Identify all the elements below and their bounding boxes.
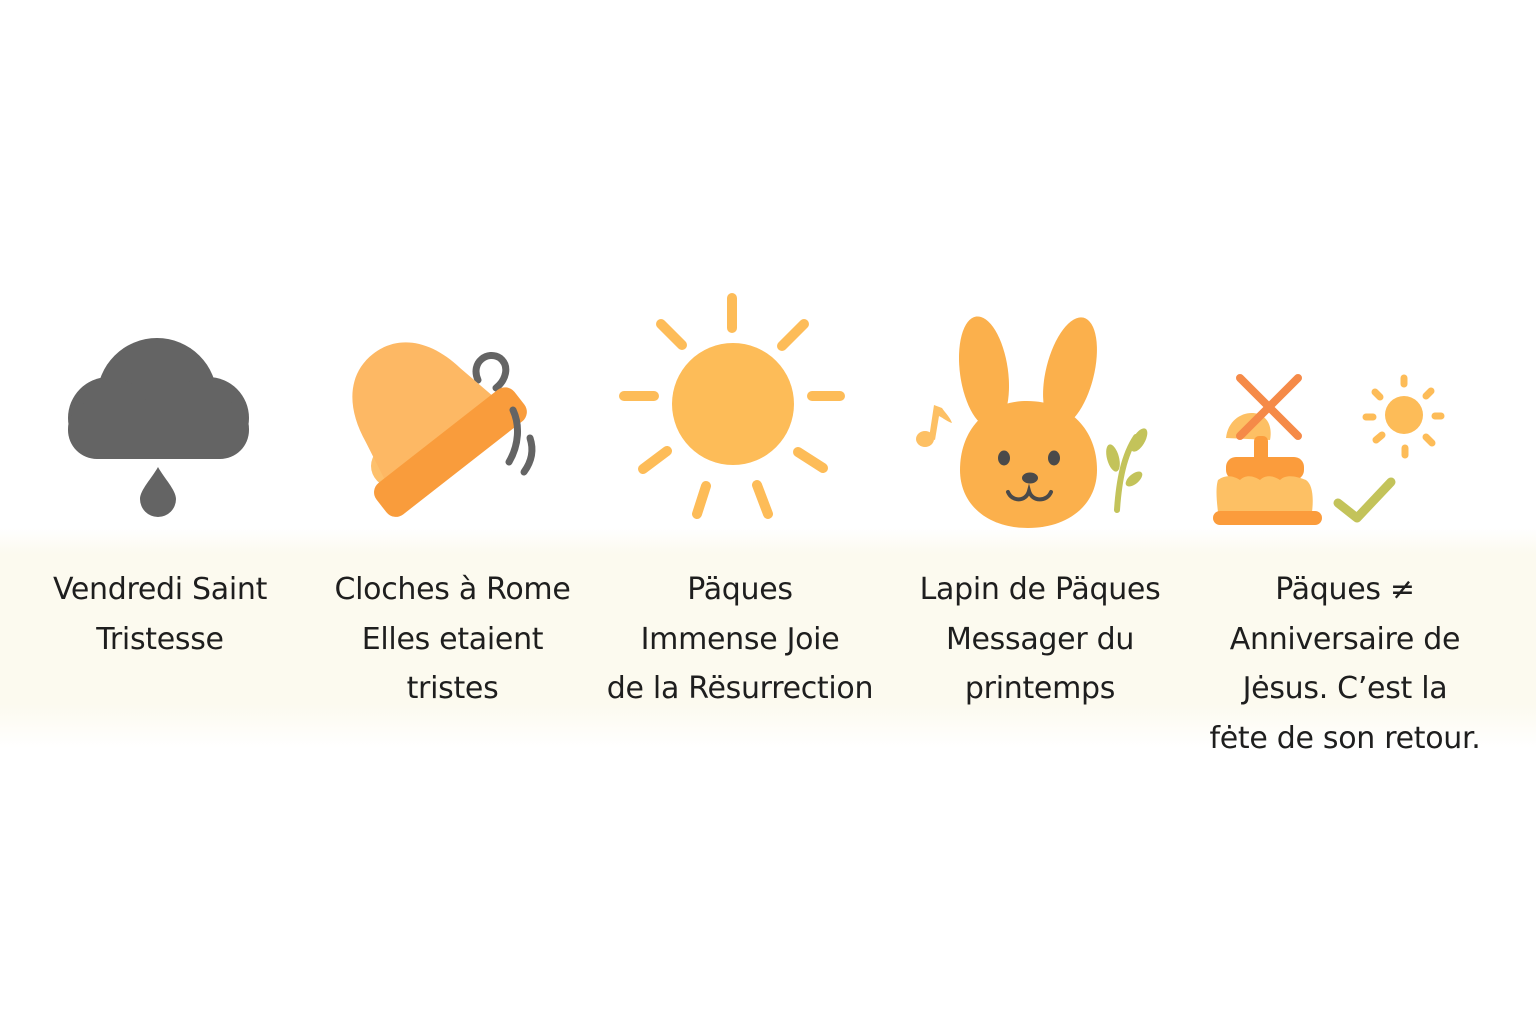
sprig-icon <box>1106 428 1148 513</box>
caption-line: Cloches à Rome <box>334 572 571 607</box>
motion-line-2 <box>520 434 536 476</box>
caption-line: de la Rësurrection <box>606 671 874 706</box>
item-paques: Päques Immense Joie de la Rësurrection <box>590 0 890 1024</box>
caption-line: printemps <box>964 671 1116 706</box>
bunny-eye-left <box>998 450 1010 466</box>
sun-ray <box>752 480 773 519</box>
bunny-ear-right <box>1043 317 1097 427</box>
bunny-head <box>960 401 1097 528</box>
bell-loop <box>472 352 510 392</box>
caption-line: Jėsus. C’est la <box>1242 671 1448 706</box>
bell-rim <box>374 387 527 517</box>
bunny-ear-left <box>958 316 1010 428</box>
caption-line: Päques <box>687 572 793 607</box>
item-vendredi-saint: Vendredi Saint Tristesse <box>30 0 290 1024</box>
bunny-nose <box>1022 472 1038 484</box>
caption-line: Vendredi Saint <box>52 572 268 607</box>
sun-icon <box>590 280 890 530</box>
sun-ray <box>793 447 828 473</box>
caption: Päques Immense Joie de la Rësurrection <box>590 565 890 714</box>
caption-line: Immense Joie <box>640 621 840 657</box>
item-lapin-de-paques: Lapin de Päques Messager du printemps <box>895 0 1185 1024</box>
sun-disc <box>672 343 794 465</box>
bunny-mouth <box>1006 483 1053 502</box>
caption-band <box>0 528 1536 748</box>
item-paques-not-birthday: Päques ≠ Anniversaire de Jėsus. C’est la… <box>1190 0 1500 1024</box>
cloud-base <box>68 400 249 459</box>
small-sun-icon <box>1362 374 1445 459</box>
cross-icon <box>1236 374 1302 440</box>
ringing-bell-icon <box>315 280 590 530</box>
caption-line: fėte de son retour. <box>1209 720 1481 756</box>
sun-ray <box>777 319 809 351</box>
caption-line: Tristesse <box>96 621 224 657</box>
music-note-icon <box>916 405 952 447</box>
caption-line: Anniversaire de <box>1229 621 1461 657</box>
sun-ray <box>656 319 687 350</box>
bell-body <box>352 342 500 488</box>
check-icon <box>1333 477 1396 523</box>
motion-line-1 <box>505 406 521 466</box>
caption-line: Messager du <box>945 621 1135 657</box>
caption: Lapin de Päques Messager du printemps <box>895 565 1185 714</box>
cake-bottom-tier <box>1216 476 1313 512</box>
sun-ray <box>638 446 672 474</box>
caption-line: Päques ≠ <box>1275 572 1415 607</box>
caption: Cloches à Rome Elles etaient tristes <box>315 565 590 714</box>
bunny-eye-right <box>1048 450 1060 466</box>
caption: Päques ≠ Anniversaire de Jėsus. C’est la… <box>1190 565 1500 763</box>
sun-ray <box>692 481 711 519</box>
birthday-cake-icon <box>1213 413 1322 525</box>
cake-plate <box>1213 511 1322 525</box>
rain-drop <box>140 467 176 517</box>
caption-line: Lapin de Päques <box>919 572 1161 607</box>
caption: Vendredi Saint Tristesse <box>30 565 290 664</box>
bunny-icon <box>895 280 1185 530</box>
rain-cloud-icon <box>30 280 290 530</box>
cake-crossed-sun-check-icon <box>1190 280 1500 530</box>
item-cloches-a-rome: Cloches à Rome Elles etaient tristes <box>315 0 590 1024</box>
cake-top-tier <box>1226 457 1304 480</box>
caption-line: tristes <box>406 671 499 706</box>
caption-line: Elles etaient <box>361 621 544 657</box>
